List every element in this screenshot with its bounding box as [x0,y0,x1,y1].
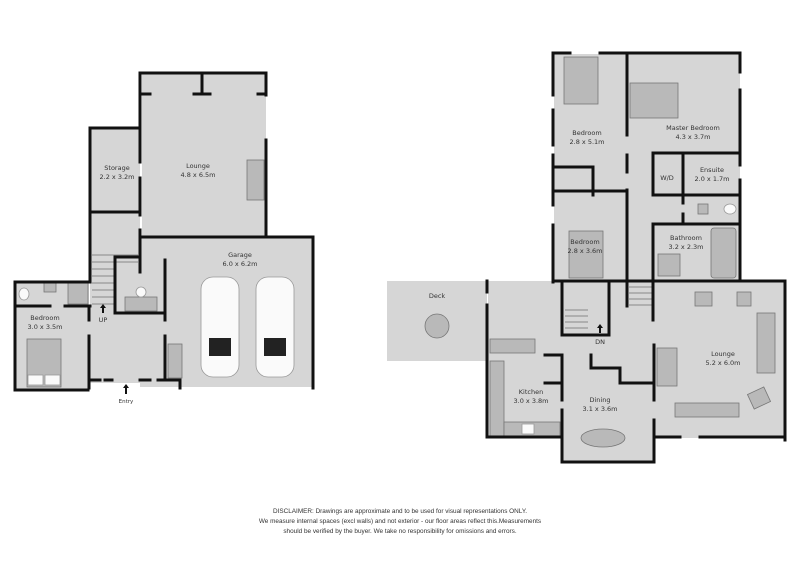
dining-table-icon [580,428,626,448]
sofa-icon [674,402,740,418]
room-size-kitchen: 3.0 x 3.8m [514,397,549,405]
disclaimer: DISCLAIMER: Drawings are approximate and… [259,508,541,535]
basin-icon [43,282,57,293]
room-label-deck: Deck [429,292,446,300]
kitchen-island-icon [489,338,536,354]
porch-area [142,74,266,96]
room-storage [90,129,140,213]
room-size-ensuite: 2.0 x 1.7m [695,175,730,183]
room-size-garage: 6.0 x 6.2m [223,260,258,268]
room-label-bedroom: Bedroom [30,314,59,322]
toilet-icon [18,287,30,301]
car-windshield [264,338,286,356]
bed-icon [629,82,679,119]
room-label-dining: Dining [590,396,611,404]
arrow-entry-icon [123,384,129,394]
sofa-icon [756,312,776,374]
desk-icon [124,296,158,312]
room-lounge-ground [142,96,266,236]
walls-ground [13,71,315,392]
arrow-up-icon [100,304,106,313]
room-size-lounge: 4.8 x 6.5m [181,171,216,179]
room-label-bathroom: Bathroom [670,234,702,242]
ground-floor-plan: Storage 2.2 x 3.2m Lounge 4.8 x 6.5m Gar… [13,71,315,405]
shower-icon [657,253,681,277]
room-entry [89,313,165,383]
kitchenette-icon [246,159,265,201]
room-size-bedroom: 3.0 x 3.5m [28,323,63,331]
disclaimer-line-3: should be verified by the buyer. We take… [283,528,516,535]
pillow [44,374,61,386]
disclaimer-line-1: DISCLAIMER: Drawings are approximate and… [273,508,527,515]
room-label-bedroom-2: Bedroom [570,238,599,246]
room-label-garage: Garage [228,251,252,259]
bed-icon [568,230,604,279]
room-label-bedroom-1: Bedroom [572,129,601,137]
disclaimer-line-2: We measure internal spaces (excl walls) … [259,518,541,525]
armchair-icon [746,386,772,410]
room-size-master-bedroom: 4.3 x 3.7m [676,133,711,141]
room-size-bathroom: 3.2 x 2.3m [669,243,704,251]
arrow-down-stairs-icon [597,324,603,333]
room-label-wd: W/D [660,174,674,182]
room-size-dining: 3.1 x 3.6m [583,405,618,413]
shower-icon [67,282,89,305]
room-size-lounge-upper: 5.2 x 6.0m [706,359,741,367]
car-windshield [209,338,231,356]
stairs-down-label: DN [595,338,605,346]
armchair-icon [736,291,752,307]
upper-floor-plan: Bedroom 2.8 x 5.1m Master Bedroom 4.3 x … [387,51,787,464]
fireplace-icon [656,347,678,387]
room-size-bedroom-2: 2.8 x 3.6m [568,247,603,255]
basin-icon [697,203,709,215]
walls-upper [485,51,787,464]
laundry-icon [167,343,183,379]
room-size-bedroom-1: 2.8 x 5.1m [570,138,605,146]
room-label-lounge: Lounge [186,162,210,170]
stairs-upper [565,286,652,335]
room-label-kitchen: Kitchen [519,388,543,396]
room-label-ensuite: Ensuite [700,166,724,174]
armchair-icon [694,291,713,307]
bathtub-icon [710,227,737,279]
room-label-master-bedroom: Master Bedroom [666,124,720,132]
room-size-storage: 2.2 x 3.2m [100,173,135,181]
entry-label: Entry [119,399,134,405]
room-label-lounge-upper: Lounge [711,350,735,358]
toilet-icon [723,203,737,215]
chair-icon [135,286,147,298]
cooktop-icon [521,423,535,435]
outdoor-table-icon [424,313,450,339]
pillow [27,374,44,386]
stairs-up-label: UP [99,316,108,324]
room-label-storage: Storage [104,164,129,172]
kitchen-counter-icon [489,360,505,437]
bed-icon [563,56,599,105]
car-icon [255,276,295,378]
car-icon [200,276,240,378]
